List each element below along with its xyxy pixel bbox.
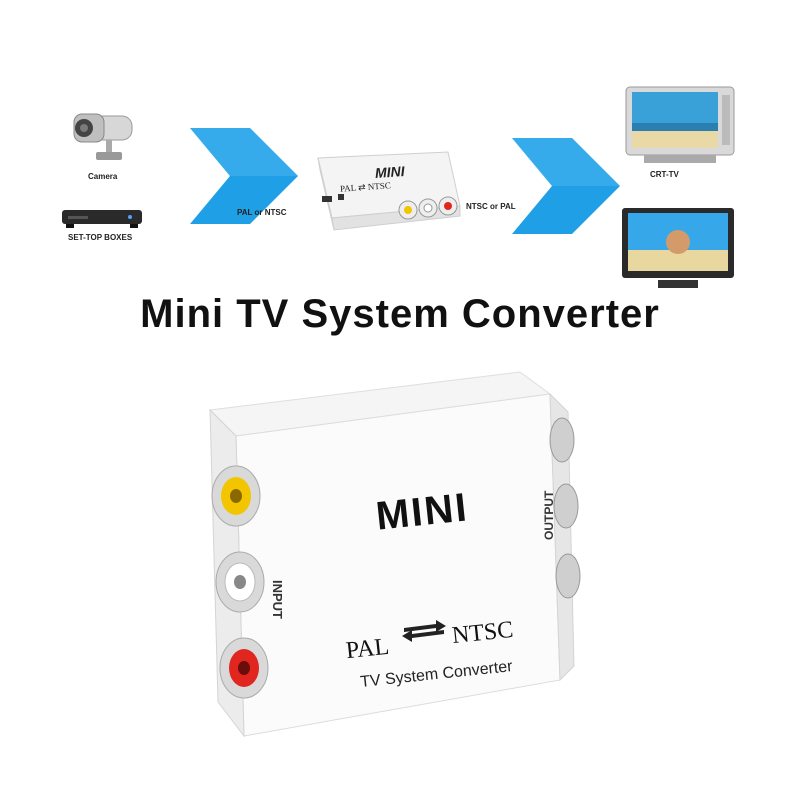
flat-tv-icon: [622, 208, 734, 288]
output-label: OUTPUT: [542, 490, 556, 540]
product-mini-logo: MINI: [373, 485, 471, 539]
input-signal-label: PAL or NTSC: [237, 208, 287, 217]
page-title: Mini TV System Converter: [140, 292, 660, 336]
camera-label: Camera: [88, 172, 118, 181]
signal-flow-diagram: Camera SET-TOP BOXES PAL or NTSC MINI PA…: [0, 0, 800, 300]
swap-arrows-icon: [402, 620, 446, 642]
input-label: INPUT: [270, 580, 285, 619]
converter-box-image: [208, 371, 581, 738]
pal-text: PAL: [344, 633, 391, 665]
rca-jack-video: [211, 465, 261, 527]
arrow-right-icon: [190, 128, 298, 224]
device-mini-logo: MINI: [374, 162, 406, 182]
output-jacks: [549, 417, 581, 599]
crt-tv-label: CRT-TV: [650, 170, 679, 179]
product-image: MINI INPUT OUTPUT PAL NTSC TV System Con…: [0, 350, 800, 800]
crt-tv-icon: [625, 86, 735, 163]
rca-jack-audio-right: [219, 637, 269, 699]
set-top-box-icon: [62, 210, 142, 228]
camera-icon: [73, 113, 133, 160]
set-top-box-label: SET-TOP BOXES: [68, 233, 133, 242]
converter-device-image: [317, 151, 461, 231]
output-signal-label: NTSC or PAL: [466, 202, 516, 211]
rca-jack-audio-left: [215, 551, 265, 613]
arrow-right-icon: [512, 138, 620, 234]
